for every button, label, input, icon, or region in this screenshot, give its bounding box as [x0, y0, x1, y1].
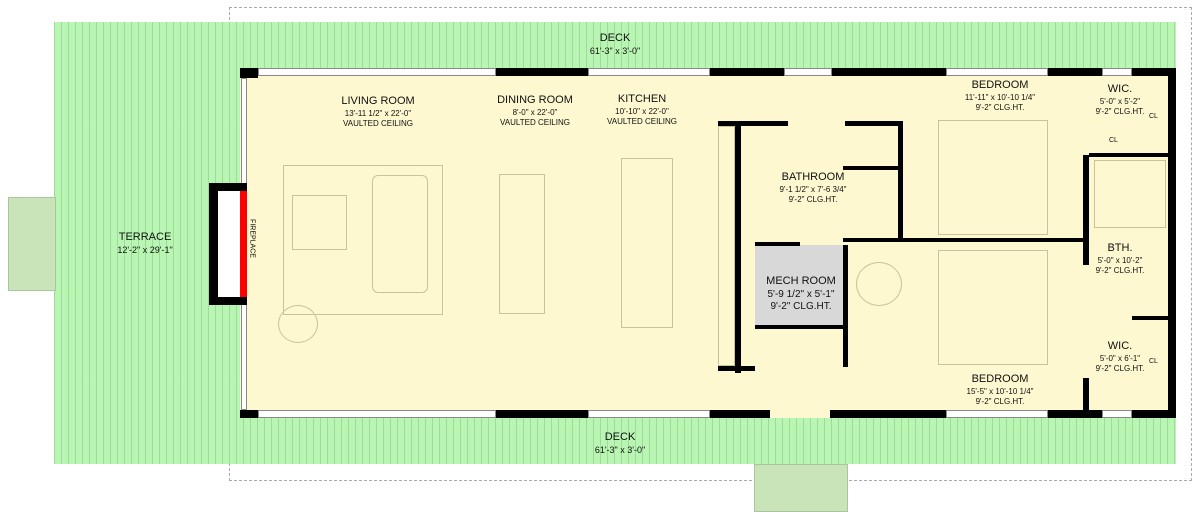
wall [1048, 68, 1102, 76]
wall [755, 325, 845, 329]
wall [1132, 410, 1176, 418]
fireplace-firebox [218, 191, 240, 297]
fireplace-hearth [240, 191, 247, 297]
wall [843, 238, 1088, 242]
dining-table [499, 174, 545, 314]
wall [1048, 410, 1102, 418]
interior-floor [240, 68, 1176, 418]
bed [938, 250, 1048, 365]
chair [856, 262, 902, 306]
wall [240, 68, 258, 78]
bth-label: BTH.5'-0" x 10'-2"9'-2" CLG.HT. [1095, 242, 1145, 275]
wall [1083, 378, 1089, 418]
wic-1-label: WIC.5'-0" x 5'-2"9'-2" CLG.HT. [1095, 83, 1145, 116]
wall [718, 366, 755, 371]
wall [1089, 153, 1169, 157]
window [258, 410, 496, 418]
window [784, 68, 832, 76]
window [1102, 410, 1132, 418]
wall [898, 121, 903, 241]
armchair [278, 305, 318, 343]
wall [1083, 155, 1089, 265]
mech-room-floor [755, 245, 845, 327]
wall [735, 123, 741, 373]
wall [240, 410, 258, 418]
wic-2-label: WIC.5'-0" x 6'-1"9'-2" CLG.HT. [1095, 340, 1145, 373]
closet-label: CL [1109, 137, 1118, 144]
closet-label: CL [1149, 113, 1158, 120]
wall [496, 68, 588, 76]
window [1102, 68, 1132, 76]
shower [1094, 160, 1166, 228]
wall [1132, 316, 1168, 320]
window [946, 68, 1048, 76]
window [588, 68, 710, 76]
coffee-table [292, 195, 347, 250]
sofa [372, 175, 428, 293]
rug [283, 165, 443, 315]
wall [755, 242, 800, 246]
terrace-steps [8, 197, 56, 291]
wall [1168, 68, 1176, 418]
window [946, 410, 1048, 418]
wall [1132, 68, 1176, 76]
wall [718, 121, 788, 126]
wall [843, 166, 898, 170]
closet-label: CL [1149, 358, 1158, 365]
terrace-area [54, 22, 240, 464]
deck-top [54, 22, 1176, 68]
wall [843, 245, 848, 367]
wall [845, 121, 903, 126]
deck-bottom [54, 418, 1176, 464]
deck-steps [754, 464, 848, 512]
wall [496, 410, 588, 418]
wall [830, 410, 946, 418]
window [258, 68, 496, 76]
window [588, 410, 710, 418]
wall [710, 410, 770, 418]
kitchen-island [621, 158, 673, 328]
bed [938, 120, 1048, 235]
wall [832, 68, 946, 76]
fireplace-label: FIREPLACE [248, 219, 256, 258]
kitchen-counter [718, 126, 735, 366]
wall [710, 68, 784, 76]
